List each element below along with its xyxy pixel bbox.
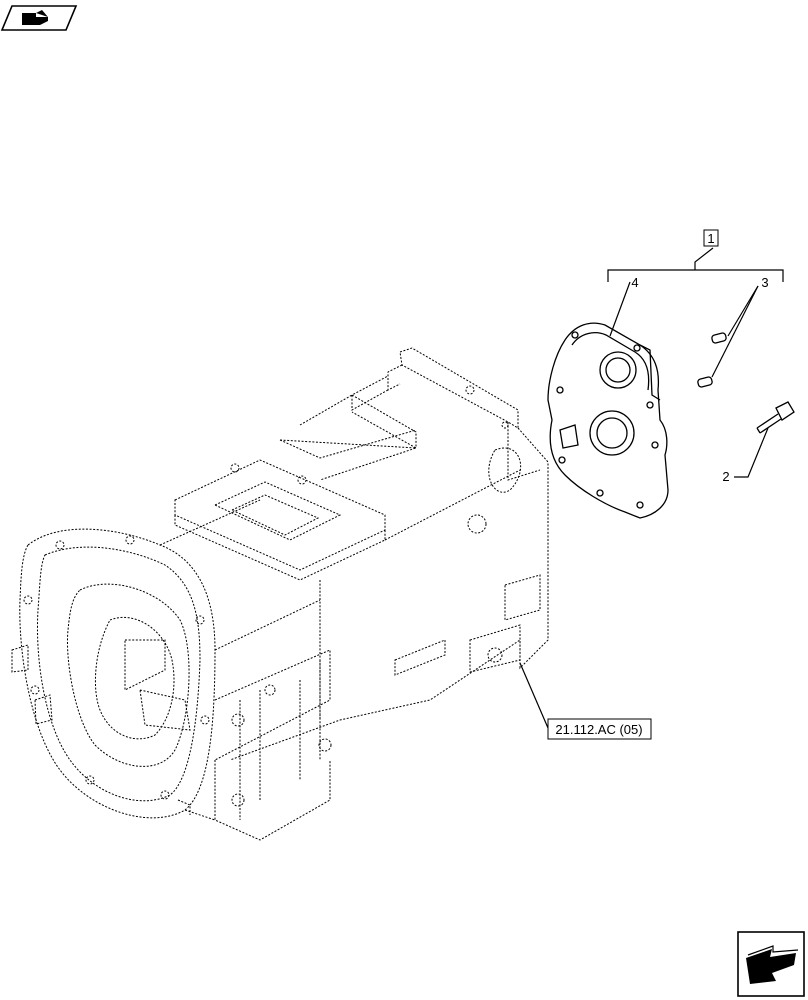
bolt-part bbox=[756, 401, 795, 434]
reference-label: 21.112.AC (05) bbox=[555, 722, 642, 737]
leader-line-3a bbox=[727, 285, 759, 337]
item-4-label[interactable]: 4 bbox=[631, 275, 638, 290]
dowel-pin-parts bbox=[697, 332, 727, 388]
leader-line-ref bbox=[519, 662, 549, 729]
item-1-box bbox=[703, 229, 719, 247]
transmission-housing bbox=[11, 347, 549, 841]
item-3-label[interactable]: 3 bbox=[761, 275, 768, 290]
leader-line-3b bbox=[711, 285, 759, 378]
book-section-icon[interactable] bbox=[0, 5, 78, 31]
leader-line-4 bbox=[609, 281, 631, 337]
cover-plate-part bbox=[547, 322, 669, 519]
group-bracket bbox=[607, 247, 784, 282]
leader-line-2 bbox=[734, 427, 769, 478]
item-1-label[interactable]: 1 bbox=[707, 231, 714, 246]
item-2-label[interactable]: 2 bbox=[722, 469, 729, 484]
reference-link[interactable]: 21.112.AC (05) bbox=[547, 718, 652, 740]
navigation-arrow-icon[interactable] bbox=[737, 931, 805, 997]
